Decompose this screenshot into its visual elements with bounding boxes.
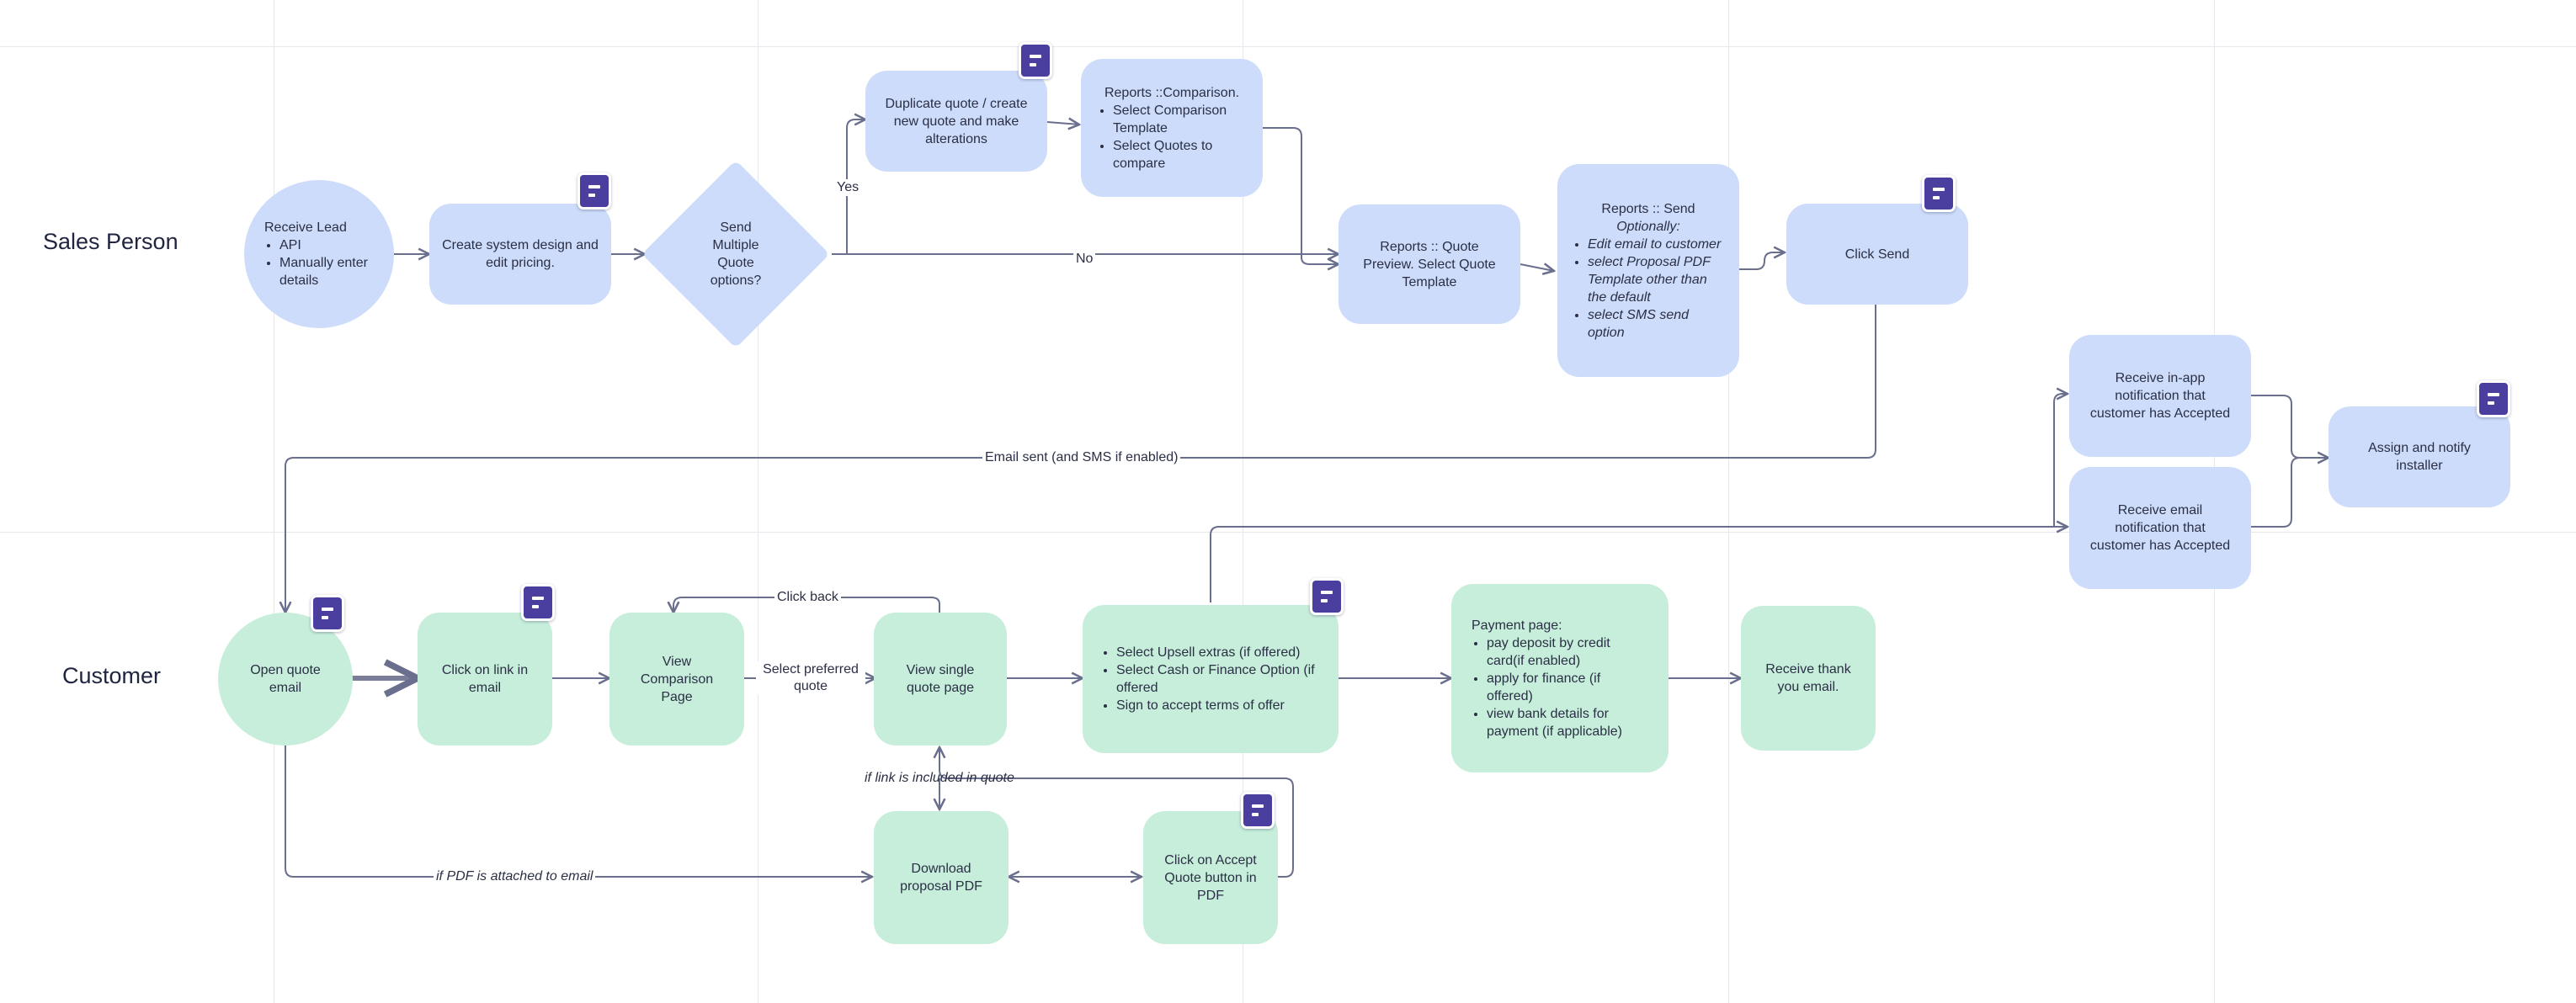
node-list: Edit email to customer select Proposal P… bbox=[1573, 236, 1724, 342]
list-item: Select Comparison Template bbox=[1113, 102, 1246, 137]
node-select-upsell[interactable]: Select Upsell extras (if offered) Select… bbox=[1083, 605, 1339, 753]
node-list: Select Comparison Template Select Quotes… bbox=[1098, 102, 1246, 172]
edge-label-yes: Yes bbox=[834, 179, 862, 196]
node-text: Receive in-app notification that custome… bbox=[2089, 371, 2231, 421]
node-subtitle: Optionally: bbox=[1616, 219, 1680, 234]
edge-emailnotif-to-assign bbox=[2249, 457, 2301, 528]
node-title: Receive Lead bbox=[264, 220, 347, 235]
node-title: Reports ::Comparison. bbox=[1104, 85, 1240, 100]
edge-send-to-clicksend bbox=[1739, 252, 1785, 270]
node-list: Select Upsell extras (if offered) Select… bbox=[1101, 644, 1320, 714]
node-text: Duplicate quote / create new quote and m… bbox=[885, 96, 1028, 146]
edge-label-if-link-included: if link is included in quote bbox=[865, 771, 1014, 785]
node-text: Click Send bbox=[1844, 247, 1910, 262]
node-payment-page[interactable]: Payment page: pay deposit by credit card… bbox=[1451, 584, 1669, 772]
node-click-send[interactable]: Click Send bbox=[1786, 204, 1968, 305]
note-icon[interactable] bbox=[1241, 792, 1275, 829]
list-item: Sign to accept terms of offer bbox=[1116, 697, 1320, 714]
node-receive-thank-you[interactable]: Receive thank you email. bbox=[1741, 606, 1876, 751]
list-item: pay deposit by credit card(if enabled) bbox=[1487, 634, 1648, 670]
node-text: Receive email notification that customer… bbox=[2089, 503, 2231, 553]
note-icon[interactable] bbox=[1922, 175, 1956, 212]
node-text: Create system design and edit pricing. bbox=[442, 238, 599, 270]
note-icon[interactable] bbox=[1310, 578, 1344, 615]
node-download-pdf[interactable]: Download proposal PDF bbox=[874, 811, 1009, 944]
list-item: Select Cash or Finance Option (if offere… bbox=[1116, 661, 1320, 697]
list-item: select SMS send option bbox=[1588, 306, 1724, 342]
node-text: Reports :: Quote Preview. Select Quote T… bbox=[1363, 239, 1496, 289]
node-receive-inapp[interactable]: Receive in-app notification that custome… bbox=[2069, 335, 2251, 457]
list-item: Select Upsell extras (if offered) bbox=[1116, 644, 1320, 661]
node-title: Payment page: bbox=[1472, 618, 1562, 633]
note-icon[interactable] bbox=[521, 584, 555, 621]
list-item: API bbox=[279, 236, 374, 254]
node-open-quote-email[interactable]: Open quote email bbox=[218, 613, 353, 746]
list-item: apply for finance (if offered) bbox=[1487, 670, 1648, 705]
node-text: View Comparison Page bbox=[640, 654, 714, 704]
edge-label-select-preferred: Select preferred quote bbox=[756, 661, 865, 695]
edge-inapp-to-assign bbox=[2249, 395, 2329, 458]
list-item: view bank details for payment (if applic… bbox=[1487, 705, 1648, 740]
node-receive-lead[interactable]: Receive Lead API Manually enter details bbox=[244, 180, 394, 328]
lane-divider bbox=[0, 532, 2576, 533]
edge-upsell-to-email-notif bbox=[1210, 527, 2068, 602]
node-send-multiple-label: Send Multiple Quote options? bbox=[710, 220, 762, 288]
lane-label-sales-person: Sales Person bbox=[43, 229, 178, 254]
node-list: API Manually enter details bbox=[264, 236, 374, 289]
note-icon[interactable] bbox=[311, 595, 344, 632]
edge-label-click-back: Click back bbox=[774, 589, 841, 606]
edge-branch-to-inapp bbox=[2053, 394, 2068, 527]
edge-label-no: No bbox=[1073, 251, 1096, 268]
node-assign-installer[interactable]: Assign and notify installer bbox=[2329, 406, 2510, 507]
node-text: Click on Accept Quote button in PDF bbox=[1164, 852, 1257, 903]
node-view-comparison[interactable]: View Comparison Page bbox=[609, 613, 744, 746]
node-click-link-email[interactable]: Click on link in email bbox=[418, 613, 552, 746]
node-text: Open quote email bbox=[250, 663, 321, 695]
edge-preview-to-send bbox=[1520, 264, 1554, 271]
lane-divider bbox=[0, 46, 2576, 47]
node-text: Click on link in email bbox=[441, 663, 529, 695]
node-text: Assign and notify installer bbox=[2368, 441, 2471, 473]
list-item: Manually enter details bbox=[279, 254, 374, 289]
node-reports-quote-preview[interactable]: Reports :: Quote Preview. Select Quote T… bbox=[1339, 204, 1520, 324]
edge-decision-yes bbox=[832, 119, 865, 255]
edge-accept-to-upsell bbox=[939, 747, 1294, 878]
edge-comparison-to-preview bbox=[1263, 127, 1339, 264]
edge-open-to-pdf bbox=[285, 746, 872, 877]
grid-line bbox=[1728, 0, 1729, 1003]
node-duplicate-quote[interactable]: Duplicate quote / create new quote and m… bbox=[865, 71, 1047, 172]
list-item: select Proposal PDF Template other than … bbox=[1588, 253, 1724, 306]
node-reports-comparison[interactable]: Reports ::Comparison. Select Comparison … bbox=[1081, 59, 1263, 197]
note-icon[interactable] bbox=[2477, 380, 2510, 417]
node-view-single-quote[interactable]: View single quote page bbox=[874, 613, 1007, 746]
edge-label-email-sent: Email sent (and SMS if enabled) bbox=[982, 449, 1181, 466]
note-icon[interactable] bbox=[577, 172, 611, 210]
node-title: Reports :: Send bbox=[1601, 201, 1695, 216]
edge-label-if-pdf-attached: if PDF is attached to email bbox=[434, 868, 596, 885]
list-item: Edit email to customer bbox=[1588, 236, 1724, 253]
node-text: Receive thank you email. bbox=[1765, 662, 1851, 694]
node-text: Download proposal PDF bbox=[900, 862, 982, 894]
node-text: View single quote page bbox=[906, 663, 975, 695]
node-create-system[interactable]: Create system design and edit pricing. bbox=[429, 204, 611, 305]
list-item: Select Quotes to compare bbox=[1113, 137, 1246, 172]
note-icon[interactable] bbox=[1019, 42, 1052, 79]
lane-label-customer: Customer bbox=[62, 663, 162, 688]
edge-duplicate-to-comparison bbox=[1046, 122, 1079, 125]
node-receive-email-notif[interactable]: Receive email notification that customer… bbox=[2069, 467, 2251, 589]
node-reports-send[interactable]: Reports :: Send Optionally: Edit email t… bbox=[1557, 164, 1739, 377]
node-list: pay deposit by credit card(if enabled) a… bbox=[1472, 634, 1648, 740]
node-click-accept-pdf[interactable]: Click on Accept Quote button in PDF bbox=[1143, 811, 1278, 944]
